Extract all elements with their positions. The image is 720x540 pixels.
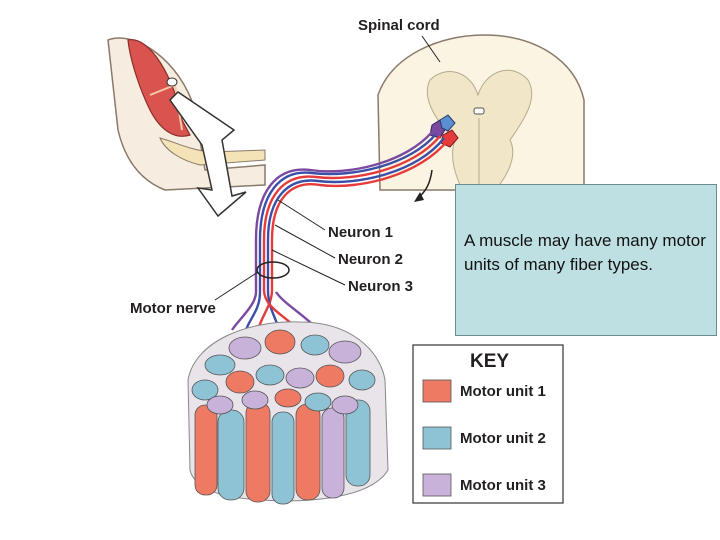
neuron-2-leader [274,224,336,259]
motor-nerve-label: Motor nerve [130,300,216,317]
callout-text: A muscle may have many motor units of ma… [464,231,706,274]
callout-box: A muscle may have many motor units of ma… [455,184,717,336]
neuron-1-label: Neuron 1 [328,224,393,241]
key-swatch-3 [422,473,452,497]
spinal-cord-section [377,34,585,191]
fiber-end-caps [191,329,376,415]
motor-nerve-leader [214,271,259,301]
key-title: KEY [470,351,509,372]
neuron-3-leader [271,249,346,286]
neuron-1-leader [277,199,326,231]
key-label-2: Motor unit 2 [460,430,546,447]
key-swatch-1 [422,379,452,403]
fiber-cylinders [194,399,371,505]
key-label-1: Motor unit 1 [460,383,546,400]
key-legend: KEY Motor unit 1 Motor unit 2 Motor unit… [412,344,564,504]
key-label-3: Motor unit 3 [460,477,546,494]
motor-nerve-ring [256,261,290,279]
muscle-fiber-bundle [187,321,389,505]
zoom-arrow [169,91,247,218]
key-swatch-2 [422,426,452,450]
cord-arrowhead [414,192,424,202]
spinal-cord-label: Spinal cord [358,17,440,34]
neuron-3-label: Neuron 3 [348,278,413,295]
neuron-2-label: Neuron 2 [338,251,403,268]
spinal-cord-leader [421,35,441,63]
